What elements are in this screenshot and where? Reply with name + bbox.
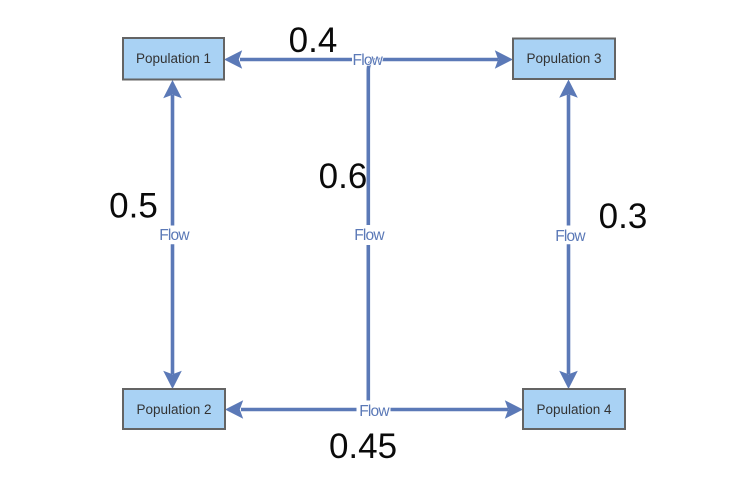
svg-text:Flow: Flow [359,403,390,420]
svg-text:Population 4: Population 4 [536,402,612,417]
svg-text:0.5: 0.5 [109,187,158,226]
svg-text:Population 2: Population 2 [136,402,211,417]
svg-text:Population 3: Population 3 [526,51,601,66]
svg-text:0.6: 0.6 [319,157,368,196]
svg-text:0.3: 0.3 [599,197,648,236]
svg-text:0.4: 0.4 [289,21,338,60]
svg-text:Flow: Flow [353,52,384,69]
svg-text:Flow: Flow [159,227,190,244]
svg-text:Population 1: Population 1 [136,51,211,66]
svg-text:0.45: 0.45 [329,427,397,466]
svg-text:Flow: Flow [354,227,385,244]
svg-text:Flow: Flow [555,228,586,245]
svg-text:Flow: Flow [353,52,384,69]
